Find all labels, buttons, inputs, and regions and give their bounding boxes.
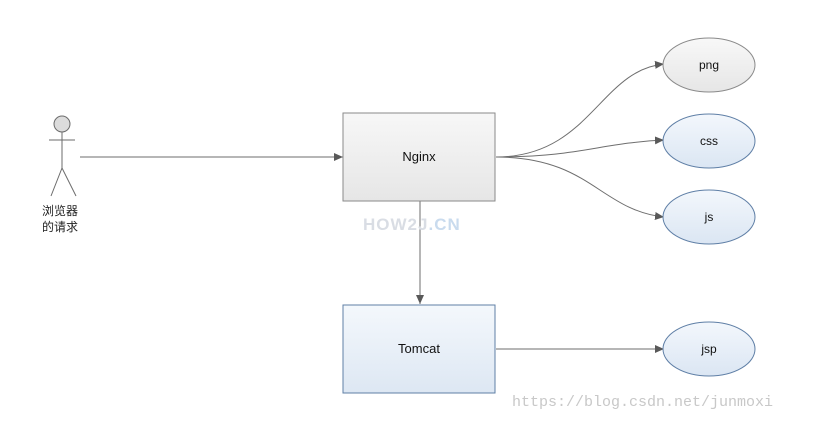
png-ellipse — [662, 37, 756, 93]
tomcat-node[interactable]: Tomcat — [342, 304, 496, 394]
js-label: js — [704, 210, 714, 224]
how2j-watermark: HOW2J.CN — [363, 215, 461, 235]
nginx-label: Nginx — [402, 149, 436, 164]
jsp-ellipse — [662, 321, 756, 377]
tomcat-label: Tomcat — [398, 341, 440, 356]
arrow-nginx-to-png — [495, 60, 665, 158]
nginx-node[interactable]: Nginx — [342, 112, 496, 202]
png-node[interactable]: png — [662, 37, 756, 93]
css-label: css — [700, 134, 718, 148]
actor-head — [53, 115, 71, 133]
connectors — [80, 60, 665, 353]
nginx-box — [342, 112, 496, 202]
js-ellipse — [662, 189, 756, 245]
tomcat-box — [342, 304, 496, 394]
actor-label: 浏览器 的请求 — [30, 203, 90, 235]
css-node[interactable]: css — [662, 113, 756, 169]
arrow-nginx-to-css — [495, 136, 665, 158]
csdn-url-watermark: https://blog.csdn.net/junmoxi — [512, 394, 774, 411]
css-ellipse — [662, 113, 756, 169]
how2j-watermark-suffix: .CN — [428, 215, 461, 234]
js-node[interactable]: js — [662, 189, 756, 245]
jsp-label: jsp — [700, 342, 717, 356]
actor-figure — [49, 115, 77, 197]
png-label: png — [699, 58, 719, 72]
actor-label-line1: 浏览器 — [41, 204, 78, 218]
actor-label-line2: 的请求 — [41, 220, 78, 234]
arrow-nginx-to-js — [495, 156, 665, 220]
how2j-watermark-main: HOW2J — [363, 215, 429, 234]
actor-left-leg — [50, 167, 63, 197]
actor-right-leg — [61, 167, 77, 197]
jsp-node[interactable]: jsp — [662, 321, 756, 377]
